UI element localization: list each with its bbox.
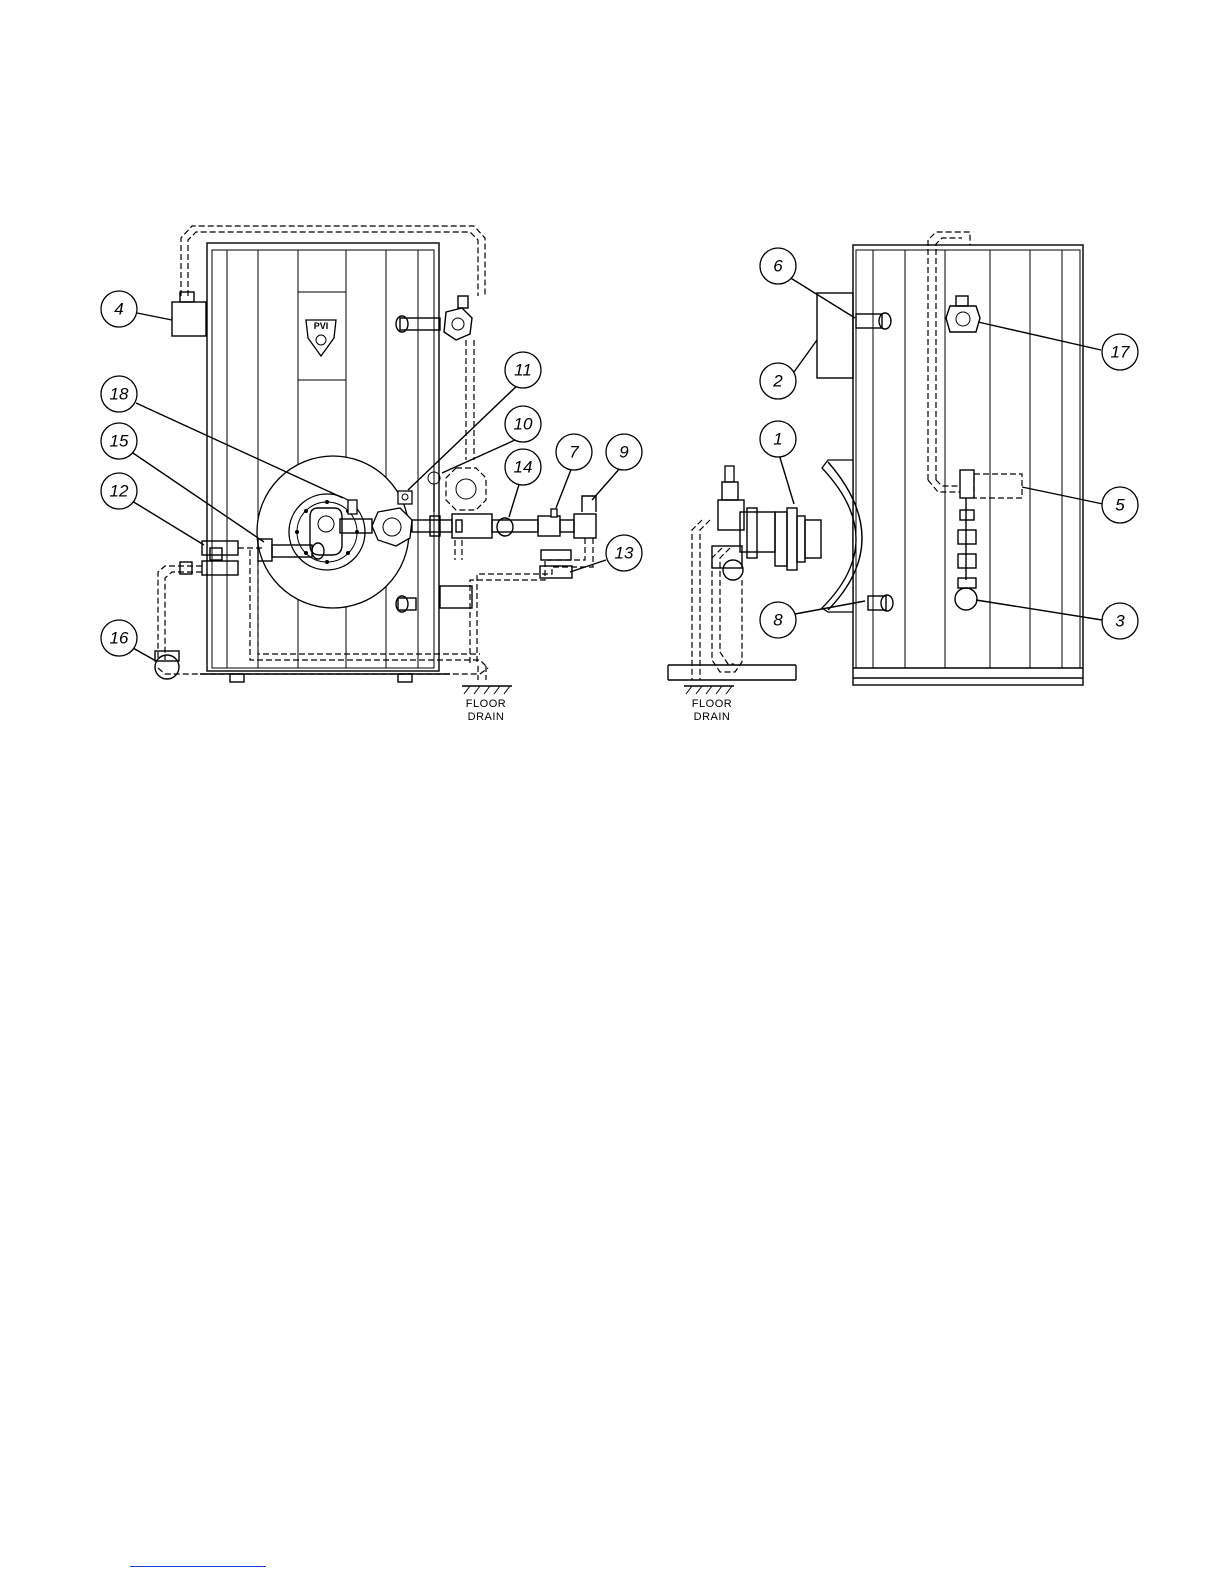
callout-1: 1 bbox=[760, 421, 796, 457]
component-17 bbox=[946, 306, 980, 332]
callout-8-text: 8 bbox=[773, 611, 783, 630]
component-5 bbox=[974, 474, 1022, 498]
callout-18-text: 18 bbox=[110, 385, 129, 404]
callout-13-text: 13 bbox=[615, 544, 634, 563]
callout-2: 2 bbox=[760, 363, 796, 399]
callout-3-text: 3 bbox=[1115, 612, 1125, 631]
floor-drain-label-right-line1: FLOOR bbox=[692, 698, 732, 710]
side-cabinet-outline bbox=[853, 245, 1083, 685]
callout-1-text: 1 bbox=[773, 430, 782, 449]
floor-drain-label-right-line2: DRAIN bbox=[694, 711, 731, 723]
footer-link-underline[interactable] bbox=[130, 1566, 266, 1567]
callout-16: 16 bbox=[101, 620, 137, 656]
valve-actuator-18 bbox=[348, 500, 357, 514]
callout-16-text: 16 bbox=[110, 629, 129, 648]
logo-text: PVI bbox=[314, 321, 329, 331]
switch-box-11 bbox=[398, 491, 412, 504]
callout-4-text: 4 bbox=[114, 300, 123, 319]
callout-14: 14 bbox=[505, 449, 541, 485]
callout-12: 12 bbox=[101, 473, 137, 509]
burner-dome bbox=[822, 460, 856, 612]
callout-5-text: 5 bbox=[1115, 496, 1125, 515]
callout-12-text: 12 bbox=[110, 482, 129, 501]
floor-drain-label-left-line1: FLOOR bbox=[466, 698, 506, 710]
side-cabinet-inner bbox=[856, 250, 1080, 668]
callout-11: 11 bbox=[505, 352, 541, 388]
callout-15-text: 15 bbox=[110, 432, 129, 451]
floor-drain-label-left-line2: DRAIN bbox=[468, 711, 505, 723]
callout-9-text: 9 bbox=[619, 443, 629, 462]
callout-6: 6 bbox=[760, 248, 796, 284]
component-3 bbox=[955, 588, 977, 610]
callout-14-text: 14 bbox=[514, 458, 533, 477]
callout-4: 4 bbox=[101, 291, 137, 327]
callout-3: 3 bbox=[1102, 603, 1138, 639]
callout-10-text: 10 bbox=[514, 415, 533, 434]
callout-17-text: 17 bbox=[1111, 343, 1130, 362]
vent-component-4 bbox=[172, 302, 206, 336]
callout-6-text: 6 bbox=[773, 257, 783, 276]
callout-5: 5 bbox=[1102, 487, 1138, 523]
callout-7-text: 7 bbox=[569, 443, 579, 462]
callout-7: 7 bbox=[556, 434, 592, 470]
callout-15: 15 bbox=[101, 423, 137, 459]
callout-11-text: 11 bbox=[514, 361, 532, 380]
callout-17: 17 bbox=[1102, 334, 1138, 370]
main-gas-valve bbox=[372, 508, 412, 546]
side-view: FLOOR DRAIN bbox=[668, 232, 1083, 723]
callout-2-text: 2 bbox=[772, 372, 783, 391]
callout-8: 8 bbox=[760, 602, 796, 638]
callout-13: 13 bbox=[606, 535, 642, 571]
drain-valve-16 bbox=[155, 655, 179, 679]
callout-10: 10 bbox=[505, 406, 541, 442]
callouts: 4 18 15 12 16 11 10 14 7 9 13 6 2 1 8 17… bbox=[101, 248, 1138, 656]
regulator-9 bbox=[574, 514, 596, 538]
callout-18: 18 bbox=[101, 376, 137, 412]
callout-9: 9 bbox=[606, 434, 642, 470]
